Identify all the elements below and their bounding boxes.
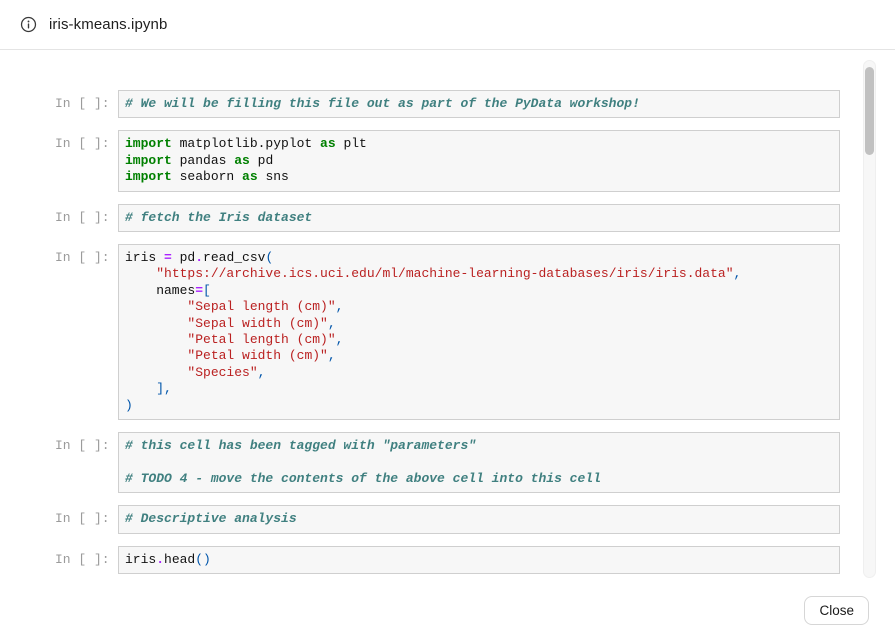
code-line: "https://archive.ics.uci.edu/ml/machine-… — [156, 266, 742, 282]
code-line: iris = pd.read_csv( — [125, 250, 274, 266]
notebook-cell: In [ ]: iris = pd.read_csv( "https://arch… — [55, 244, 840, 421]
code-cell-box: # fetch the Iris dataset — [118, 203, 840, 233]
cell-prompt: In [ ]: — [55, 511, 110, 527]
cell-prompt: In [ ]: — [55, 209, 110, 225]
code-line: # fetch the Iris dataset — [125, 209, 313, 225]
code-cell-box: # We will be filling this file out as pa… — [118, 90, 840, 119]
code-line: iris.head() — [125, 551, 211, 567]
code-line: # Descriptive analysis — [125, 511, 297, 527]
code-line: import seaborn as sns — [125, 169, 289, 185]
code-line: "Sepal width (cm)", — [187, 315, 336, 331]
code-line: "Petal length (cm)", — [187, 332, 344, 348]
code-line: import matplotlib.pyplot as plt — [125, 136, 367, 152]
notebook-cell: In [ ]: # We will be filling this file ou… — [55, 90, 840, 119]
notebook-cell: In [ ]: # fetch the Iris dataset — [55, 203, 840, 233]
scrollbar-thumb[interactable] — [865, 67, 874, 155]
code-line: # TODO 4 - move the contents of the abov… — [125, 470, 601, 486]
close-button[interactable]: Close — [804, 596, 869, 625]
scrollbar-track[interactable] — [863, 60, 876, 578]
code-line: "Species", — [187, 364, 266, 380]
code-cell-box: # Descriptive analysis — [118, 505, 840, 534]
notebook-scroll-area[interactable]: In [ ]: # We will be filling this file ou… — [0, 51, 895, 580]
notebook-cell: In [ ]: # Descriptive analysis — [55, 505, 840, 534]
cell-prompt: In [ ]: — [55, 96, 110, 111]
dialog-header: iris-kmeans.ipynb — [0, 0, 895, 50]
code-cell-box: iris = pd.read_csv( "https://archive.ics… — [118, 244, 840, 421]
code-line: names=[ — [125, 282, 211, 298]
code-cell-box: iris.head() — [118, 545, 840, 575]
cell-prompt: In [ ]: — [55, 250, 110, 266]
code-line: # this cell has been tagged with "parame… — [125, 438, 477, 454]
notebook-cell: In [ ]: # this cell has been tagged with … — [55, 432, 840, 494]
notebook-cells: In [ ]: # We will be filling this file ou… — [0, 51, 895, 580]
code-line: ) — [125, 397, 133, 413]
page-title: iris-kmeans.ipynb — [49, 16, 168, 33]
cell-prompt: In [ ]: — [55, 438, 110, 454]
code-line: import pandas as pd — [125, 152, 274, 168]
code-line: ], — [156, 381, 172, 397]
code-line: # We will be filling this file out as pa… — [125, 96, 640, 111]
code-cell-box: # this cell has been tagged with "parame… — [118, 432, 840, 494]
notebook-cell: In [ ]: iris.head() — [55, 545, 840, 575]
info-icon — [20, 16, 37, 33]
code-line: "Sepal length (cm)", — [187, 299, 344, 315]
code-line: "Petal width (cm)", — [187, 348, 336, 364]
cell-prompt: In [ ]: — [55, 136, 110, 152]
cell-prompt: In [ ]: — [55, 551, 110, 567]
code-line — [125, 455, 833, 471]
